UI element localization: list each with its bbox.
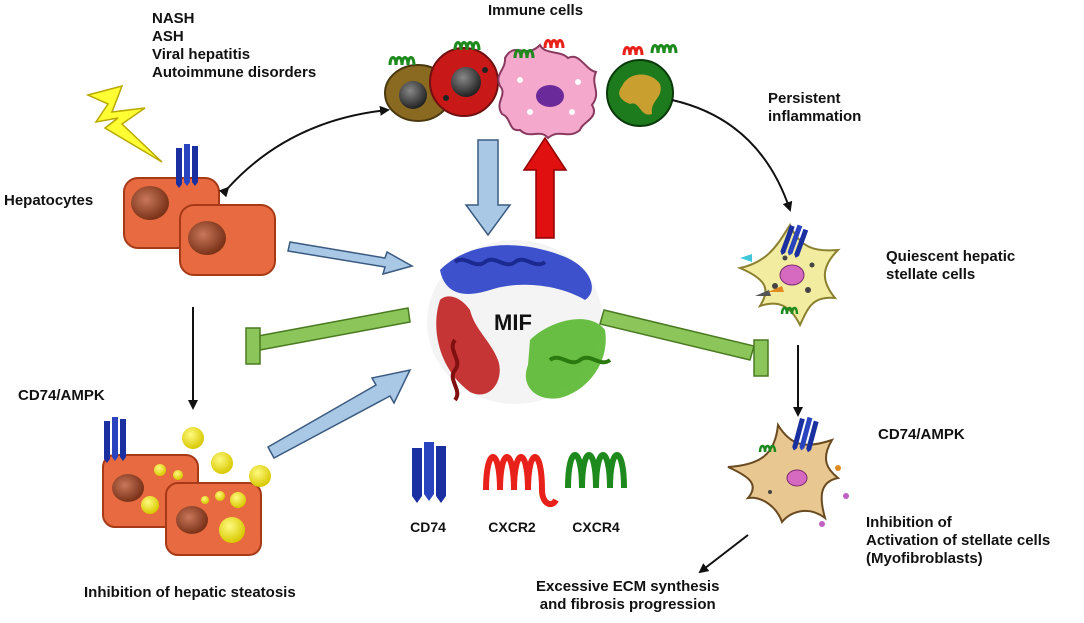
cxcr2-legend-icon (483, 454, 559, 508)
inhibit-mif-to-stellate (599, 309, 769, 377)
cause-item: NASH (152, 10, 195, 27)
inhibition-steatosis-label: Inhibition of hepatic steatosis (84, 584, 296, 601)
inhibition-activation-label: Inhibition of Activation of stellate cel… (866, 514, 1051, 567)
cxcr4-legend-icon (565, 452, 627, 489)
mif-protein-icon (427, 240, 612, 404)
legend-cd74-label: CD74 (410, 519, 446, 535)
lightning-icon (85, 84, 163, 163)
immune-cells-label: Immune cells (488, 2, 584, 19)
quiescent-stellate-cell-icon (736, 222, 841, 328)
cd74-legend-icon (412, 442, 446, 503)
hepatocytes-icon (123, 144, 276, 276)
cause-item: Viral hepatitis (152, 46, 251, 63)
steatotic-hepatocytes-icon (102, 417, 271, 556)
cd74-receptor-icon (176, 144, 198, 188)
arrow-immune-to-mif (464, 139, 512, 237)
immune-cells-icon (384, 39, 678, 140)
causes-list: NASH ASH Viral hepatitis Autoimmune diso… (152, 10, 316, 82)
cd74-receptor-icon (792, 416, 819, 453)
cd74-receptor-icon (780, 224, 809, 258)
cause-item: ASH (152, 28, 184, 45)
cd74-receptor-icon (104, 417, 126, 463)
ecm-synthesis-label: Excessive ECM synthesis and fibrosis pro… (536, 578, 720, 613)
legend-cxcr4-label: CXCR4 (572, 519, 620, 535)
inhibit-mif-to-hepatocytes (245, 307, 411, 365)
persistent-inflammation-label: Persistent inflammation (768, 90, 862, 125)
arrow-to-ecm-synthesis (698, 534, 749, 574)
arrow-hepatocytes-to-immune (218, 105, 390, 198)
cd74-ampk-left-label: CD74/AMPK (18, 387, 105, 404)
cause-item: Autoimmune disorders (152, 64, 317, 81)
quiescent-hsc-label: Quiescent hepatic stellate cells (886, 248, 1016, 283)
mif-label: MIF (494, 310, 532, 335)
cd74-ampk-right-label: CD74/AMPK (878, 426, 965, 443)
arrow-steatosis-to-mif (266, 368, 412, 460)
arrow-mif-to-immune (522, 136, 568, 239)
legend: CD74 CXCR2 CXCR4 (410, 442, 627, 535)
arrow-persistent-inflammation (671, 99, 793, 212)
activated-stellate-cell-icon (727, 416, 849, 527)
arrow-hepatocytes-to-mif (287, 241, 414, 276)
hepatocytes-label: Hepatocytes (4, 192, 94, 209)
legend-cxcr2-label: CXCR2 (488, 519, 536, 535)
